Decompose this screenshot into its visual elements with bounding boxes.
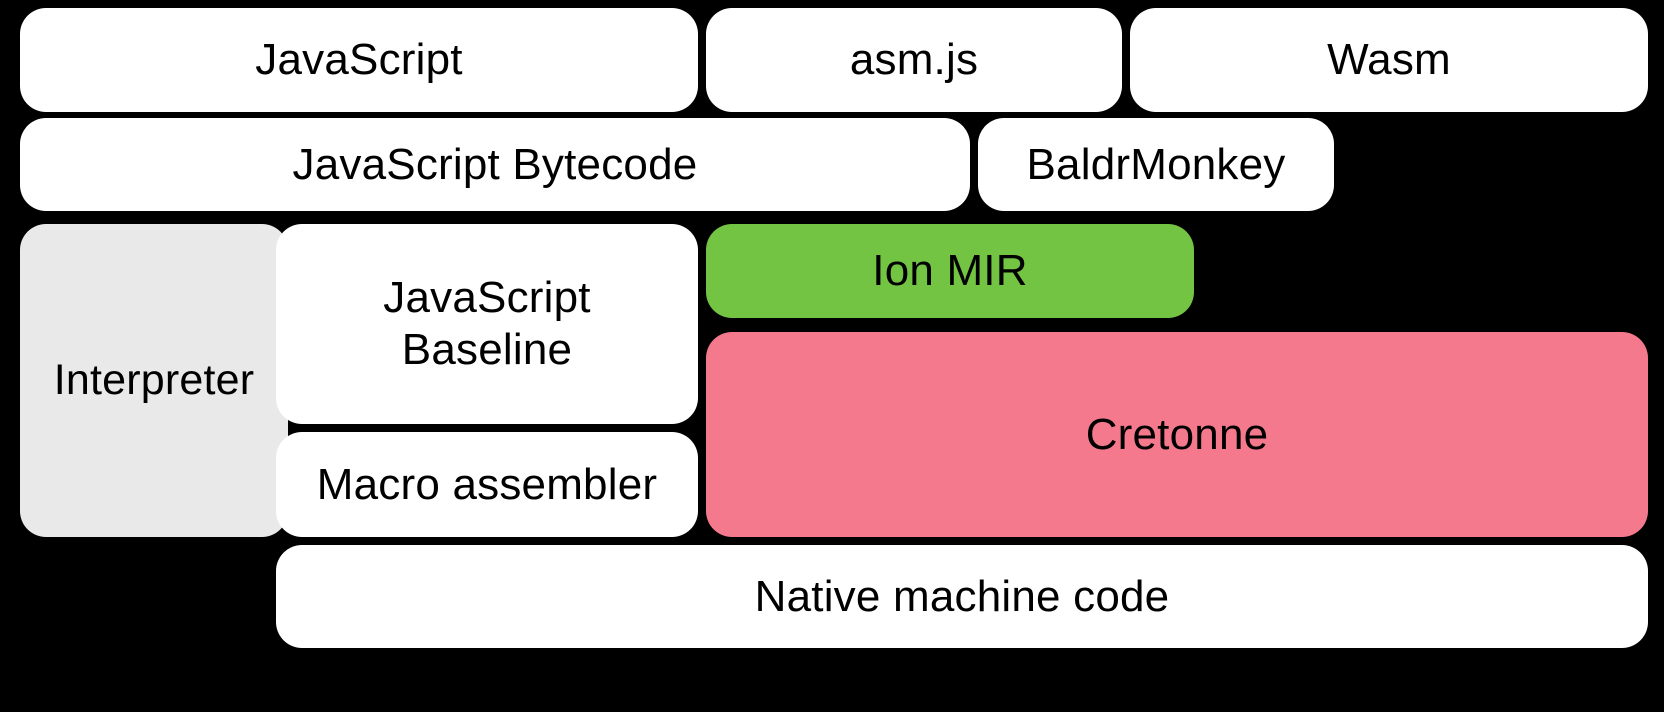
node-javascript-baseline[interactable]: JavaScript Baseline bbox=[276, 224, 698, 424]
node-javascript[interactable]: JavaScript bbox=[20, 8, 698, 112]
node-asm-js[interactable]: asm.js bbox=[706, 8, 1122, 112]
node-native-machine-code[interactable]: Native machine code bbox=[276, 545, 1648, 648]
node-macro-assembler[interactable]: Macro assembler bbox=[276, 432, 698, 537]
node-javascript-bytecode[interactable]: JavaScript Bytecode bbox=[20, 118, 970, 211]
node-cretonne[interactable]: Cretonne bbox=[706, 332, 1648, 537]
node-wasm[interactable]: Wasm bbox=[1130, 8, 1648, 112]
node-interpreter[interactable]: Interpreter bbox=[20, 224, 288, 537]
node-ion-mir[interactable]: Ion MIR bbox=[706, 224, 1194, 318]
node-baldrmonkey[interactable]: BaldrMonkey bbox=[978, 118, 1334, 211]
